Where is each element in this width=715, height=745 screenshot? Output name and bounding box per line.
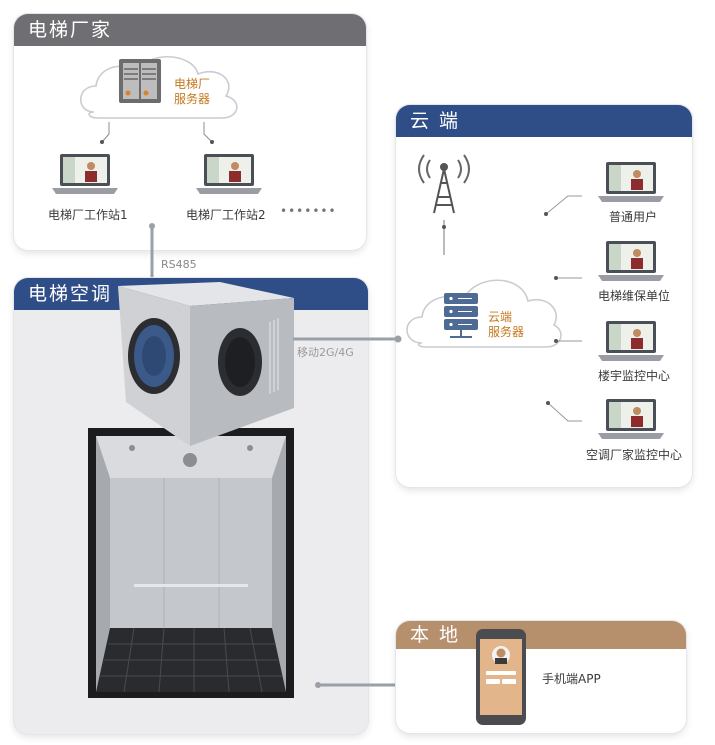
workstation-1-label: 电梯厂工作站1: [48, 208, 128, 222]
laptop-icon: [52, 154, 118, 194]
client-label-maintenance: 电梯维保单位: [598, 289, 671, 303]
local-title: 本 地: [396, 621, 686, 649]
antenna-icon: [418, 154, 470, 255]
ac-unit-icon: [118, 282, 294, 446]
laptop-icon: [598, 241, 664, 281]
cloud-title: 云 端: [396, 105, 692, 137]
manufacturer-server-label: 电梯厂 服务器: [174, 77, 211, 106]
elevator-ac-panel: 电梯空调: [14, 278, 368, 734]
workstation-2-label: 电梯厂工作站2: [186, 208, 266, 222]
laptop-icon: [598, 321, 664, 361]
client-connectors: [544, 195, 582, 422]
client-label-building: 楼宇监控中心: [598, 369, 671, 383]
laptop-icon: [598, 399, 664, 439]
manufacturer-title: 电梯厂家: [14, 14, 366, 46]
ellipsis: •••••••: [280, 204, 337, 218]
phone-icon: [476, 629, 526, 725]
elevator-car-icon: [88, 428, 294, 698]
app-label: 手机端APP: [542, 672, 601, 686]
mobile-label: 移动2G/4G: [297, 346, 354, 359]
rs485-label: RS485: [161, 258, 197, 271]
laptop-icon: [196, 154, 262, 194]
manufacturer-panel: 电梯厂家 电梯厂 服务器: [14, 14, 366, 250]
server-rack-icon: [119, 59, 161, 103]
client-label-user: 普通用户: [609, 210, 658, 224]
client-label-ac-maker: 空调厂家监控中心: [586, 448, 683, 462]
local-panel: 本 地 手机端APP: [396, 621, 686, 733]
server-stack-icon: [444, 293, 478, 338]
cloud-panel: 云 端 云端 服务器: [396, 105, 692, 487]
laptop-icon: [598, 162, 664, 202]
cloud-server-label: 云端 服务器: [488, 310, 525, 339]
